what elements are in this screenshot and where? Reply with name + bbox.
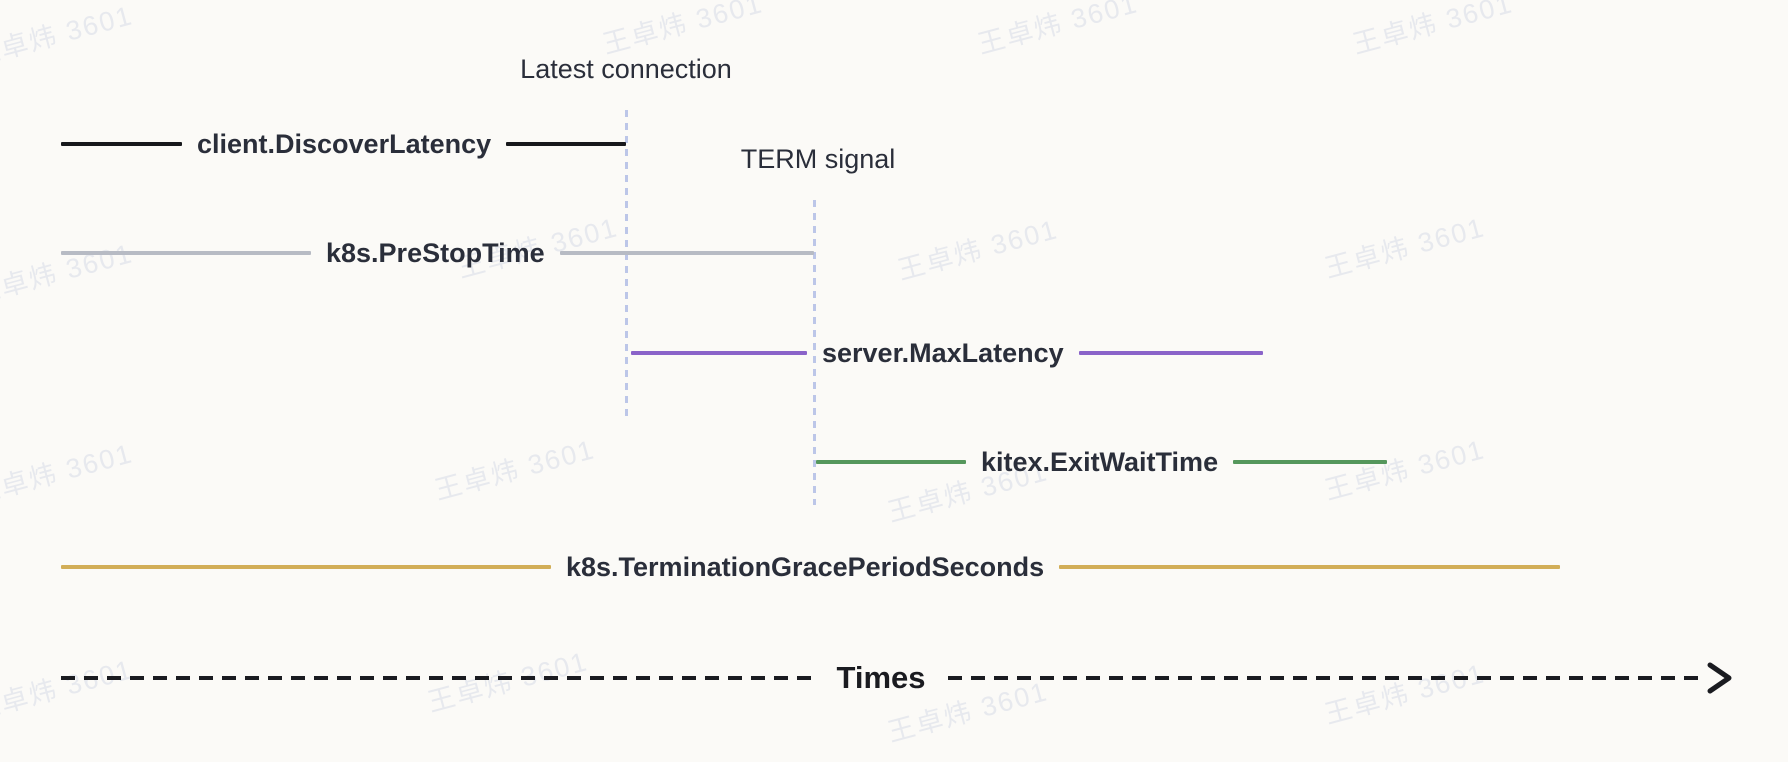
timeline-label: k8s.PreStopTime [326, 237, 545, 268]
line-segment [1233, 460, 1387, 464]
timeline-client-discover-latency: client.DiscoverLatency [61, 122, 626, 166]
line-segment [559, 251, 814, 255]
line-segment [816, 460, 966, 464]
watermark-text: 王卓炜 3601 [1321, 212, 1489, 284]
timeline-label: client.DiscoverLatency [197, 128, 492, 159]
timeline-server-max-latency: server.MaxLatency [631, 331, 1263, 375]
timeline-k8s-termination-grace-period-seconds: k8s.TerminationGracePeriodSeconds [61, 545, 1560, 589]
latest-connection-marker-line [625, 110, 628, 418]
watermark-text: 王卓炜 3601 [0, 438, 137, 510]
watermark-text: 王卓炜 3601 [1349, 0, 1517, 60]
line-segment [631, 351, 807, 355]
time-axis: Times [61, 656, 1733, 700]
axis-dashed-line [947, 676, 1702, 680]
line-segment [1059, 565, 1560, 569]
watermark-text: 王卓炜 3601 [894, 214, 1062, 286]
timeline-label: k8s.TerminationGracePeriodSeconds [566, 551, 1045, 582]
latest-connection-label: Latest connection [520, 54, 732, 84]
line-segment [61, 142, 182, 146]
line-segment [506, 142, 626, 146]
line-segment [61, 251, 311, 255]
timeline-label: kitex.ExitWaitTime [981, 446, 1219, 477]
timeline-kitex-exit-wait-time: kitex.ExitWaitTime [816, 440, 1387, 484]
timeline-k8s-prestop-time: k8s.PreStopTime [61, 231, 814, 275]
watermark-text: 王卓炜 3601 [431, 434, 599, 506]
watermark-text: 王卓炜 3601 [974, 0, 1142, 60]
arrow-right-icon [1707, 662, 1732, 694]
line-segment [61, 565, 551, 569]
watermark-text: 王卓炜 3601 [599, 0, 767, 60]
term-signal-label: TERM signal [740, 144, 896, 174]
timeline-label: server.MaxLatency [822, 337, 1064, 368]
axis-label: Times [836, 660, 926, 695]
axis-dashed-line [61, 676, 815, 680]
line-segment [1078, 351, 1263, 355]
term-signal-marker-line [813, 200, 816, 505]
watermark-text: 王卓炜 3601 [0, 0, 137, 72]
